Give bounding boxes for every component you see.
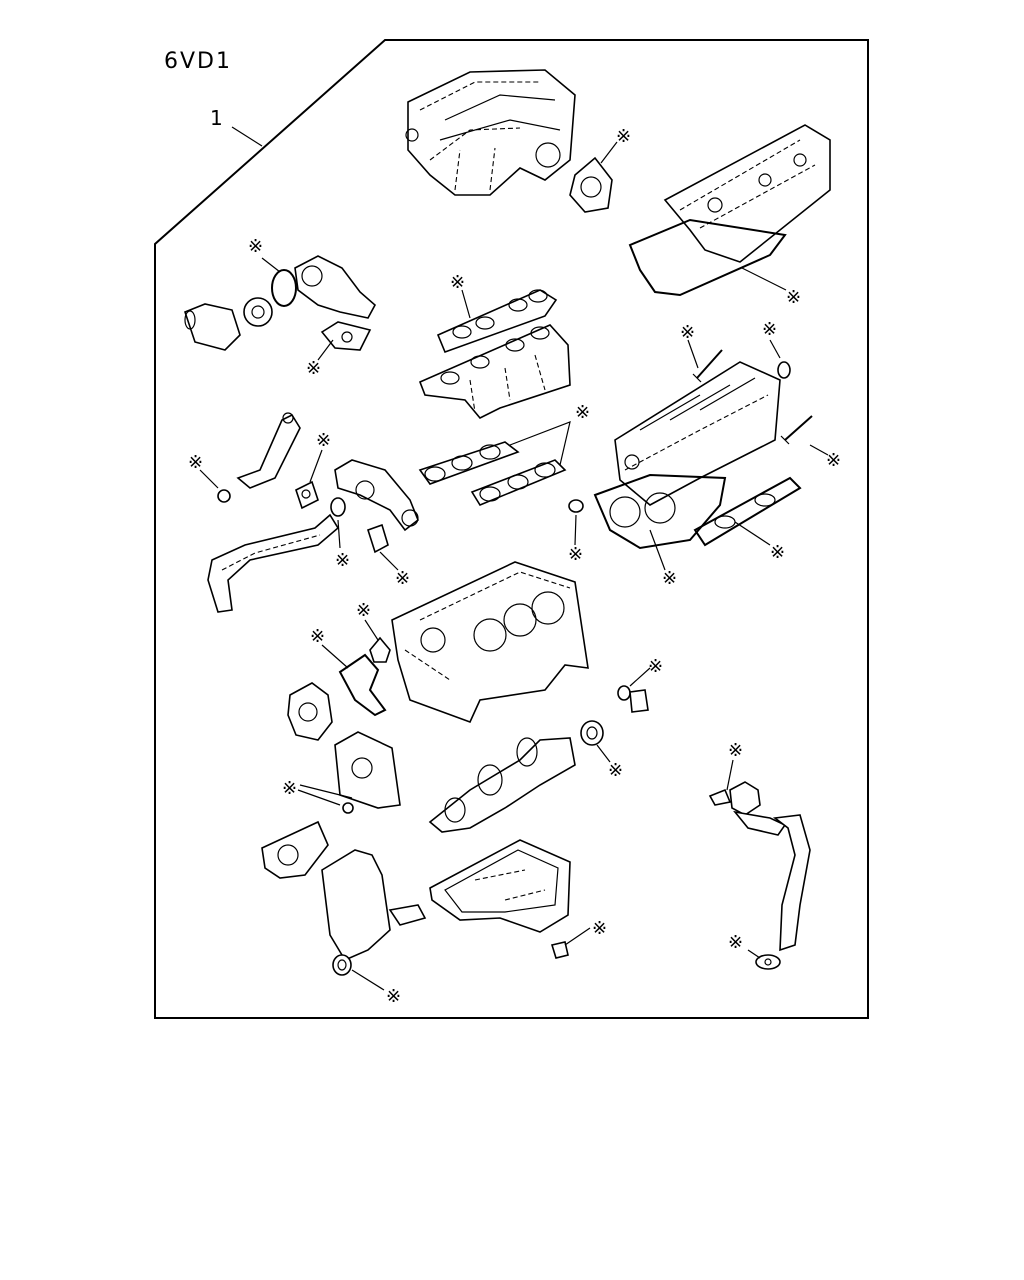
intake-manifold-gasket — [436, 289, 558, 354]
cylinder-head-cover — [663, 124, 831, 263]
kit-part-marker-21: ※ — [608, 760, 623, 781]
front-cover-o-ring — [342, 802, 354, 814]
kit-part-marker-07: ※ — [762, 319, 777, 340]
timing-belt-cover — [321, 849, 427, 962]
kit-part-marker-15: ※ — [662, 568, 677, 589]
egr-pipe-gasket — [755, 954, 781, 970]
kit-part-marker-14: ※ — [568, 544, 583, 565]
inlet-pipe-o-ring — [330, 497, 346, 517]
kit-part-marker-23: ※ — [592, 918, 607, 939]
kit-part-marker-24: ※ — [728, 932, 743, 953]
kit-part-marker-11: ※ — [188, 452, 203, 473]
kit-part-marker-17: ※ — [356, 600, 371, 621]
kit-part-marker-06: ※ — [680, 322, 695, 343]
kit-part-marker-22: ※ — [282, 778, 297, 799]
cylinder-block — [391, 561, 589, 724]
thermostat-gasket — [271, 269, 297, 307]
cylinder-head-gasket — [593, 473, 727, 550]
kit-part-marker-19: ※ — [648, 656, 663, 677]
exhaust-manifold-gasket-left — [418, 441, 520, 485]
kit-callout-number: 1 — [210, 106, 223, 130]
crankshaft-front-seal — [332, 954, 352, 976]
gasket-kit-frame — [154, 39, 869, 1019]
model-code-label: 6VD1 — [164, 49, 232, 74]
crossover-gasket — [367, 523, 389, 554]
cylinder-head — [614, 361, 781, 506]
water-pump — [287, 682, 333, 741]
intake-manifold — [405, 69, 576, 196]
kit-part-marker-03: ※ — [248, 236, 263, 257]
spark-plug-seal — [777, 361, 791, 379]
water-outlet-gasket — [320, 321, 372, 351]
throttle-body-gasket — [569, 156, 613, 213]
kit-part-marker-20: ※ — [728, 740, 743, 761]
drain-plug — [550, 941, 569, 959]
intake-lower-manifold — [418, 324, 571, 419]
bypass-pipe-o-ring — [217, 489, 231, 503]
kit-part-marker-08: ※ — [575, 402, 590, 423]
exhaust-crossover — [334, 459, 419, 532]
stud-bolt — [692, 349, 723, 383]
kit-callout-leader — [231, 126, 263, 147]
egr-valve-gasket — [708, 788, 732, 806]
kit-part-marker-02: ※ — [786, 287, 801, 308]
kit-part-marker-25: ※ — [386, 986, 401, 1007]
exhaust-manifold-gasket-right — [470, 459, 567, 506]
kit-part-marker-13: ※ — [395, 568, 410, 589]
kit-part-marker-05: ※ — [450, 272, 465, 293]
kit-part-marker-18: ※ — [310, 626, 325, 647]
water-inlet-pipe — [207, 513, 340, 613]
oil-plug — [629, 689, 649, 713]
egr-valve — [729, 781, 787, 836]
head-cover-gasket — [628, 218, 787, 297]
crankshaft — [428, 737, 576, 833]
front-cover-gasket — [369, 636, 391, 663]
oil-filter-adapter — [261, 820, 329, 879]
kit-part-marker-09: ※ — [826, 450, 841, 471]
water-outlet-pipe — [294, 255, 377, 319]
valve-stem-seal — [617, 685, 631, 701]
egr-pipe — [772, 814, 811, 952]
exhaust-outlet-gasket — [693, 476, 802, 547]
kit-part-marker-16: ※ — [770, 542, 785, 563]
kit-part-marker-01: ※ — [616, 126, 631, 147]
rear-oil-seal — [580, 720, 604, 746]
bypass-gasket — [295, 480, 319, 510]
kit-part-marker-04: ※ — [306, 358, 321, 379]
head-stud — [780, 415, 813, 445]
kit-part-marker-10: ※ — [316, 430, 331, 451]
thermostat — [243, 297, 273, 327]
thermostat-housing — [184, 303, 241, 351]
oil-pan — [429, 839, 571, 933]
kit-part-marker-12: ※ — [335, 550, 350, 571]
water-bypass-pipe — [236, 412, 301, 489]
seal-ring — [568, 499, 584, 513]
oil-pump-gasket — [338, 653, 387, 717]
